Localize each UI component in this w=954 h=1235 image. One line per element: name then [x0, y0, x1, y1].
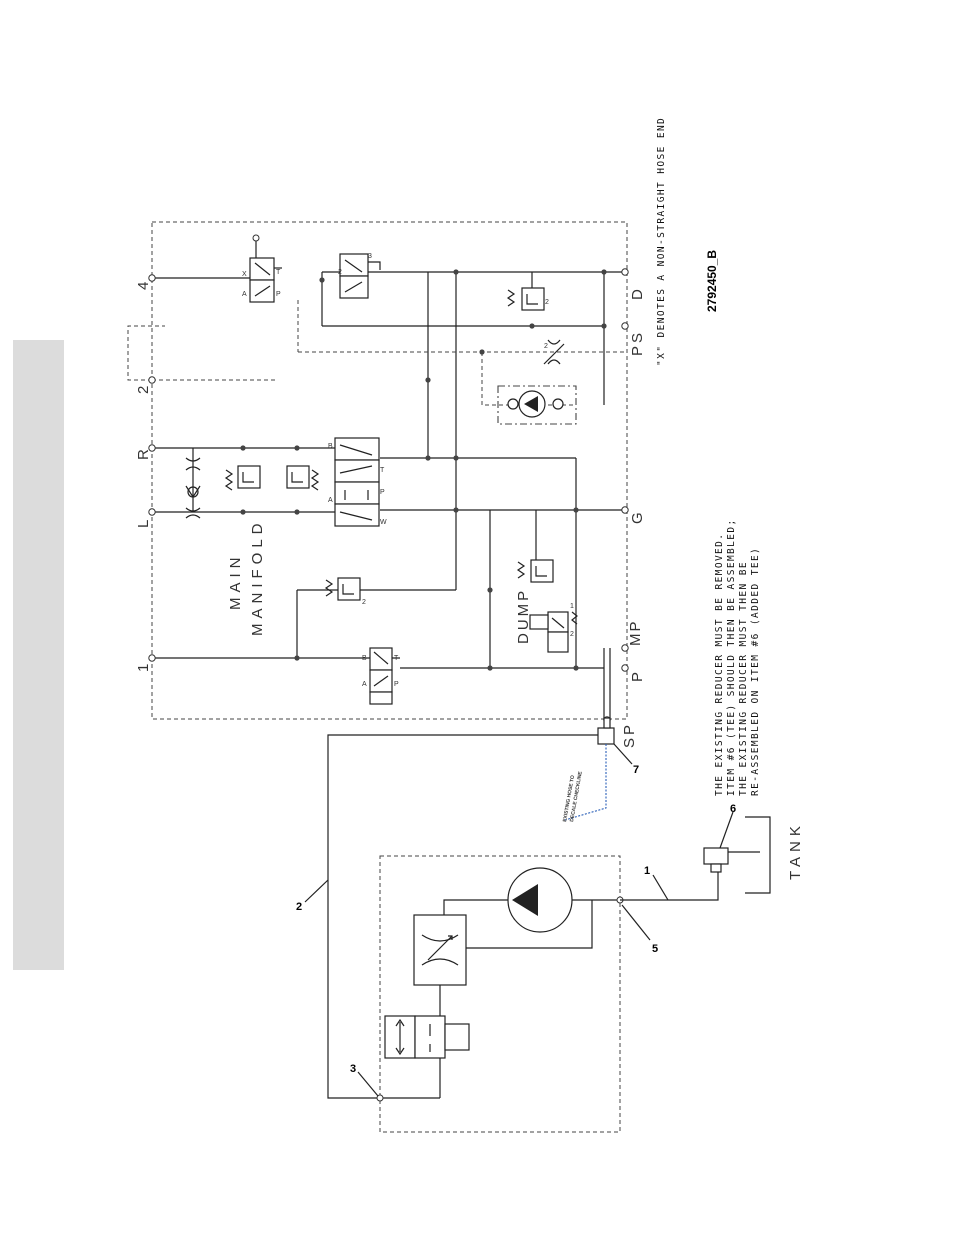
relief-valve-c: [324, 577, 361, 601]
manifold-label-line-2: MANIFOLD: [249, 518, 266, 636]
port-label-4: 4: [135, 282, 152, 290]
tank-symbol: [745, 816, 771, 894]
reducer-note-line-2: ITEM #6 (TEE) SHOULD THEN BE ASSEMBLED;: [726, 518, 737, 796]
valve-mark-a-center: A: [328, 497, 333, 504]
page-side-tab: [13, 340, 64, 970]
power-unit-solenoid-valve: [384, 1015, 470, 1098]
directional-valve-top: [249, 234, 282, 303]
power-unit-pump: [507, 867, 573, 933]
item-number-7: 7: [633, 764, 639, 776]
dump-solenoid-valve: [529, 611, 578, 653]
reducer-note-line-4: RE-ASSEMBLED ON ITEM #6 (ADDED TEE): [750, 547, 761, 796]
valve-mark-2-relief: 2: [362, 599, 366, 606]
check-valve-left: [185, 448, 201, 519]
flow-control-block: [413, 914, 467, 986]
relief-valve-right: [506, 272, 545, 311]
valve-mark-3-top: 3: [368, 253, 372, 260]
item-number-5: 5: [652, 943, 658, 955]
port-label-g: G: [629, 512, 646, 524]
valve-mark-t-top: T: [276, 269, 281, 276]
main-manifold-boundary: [151, 221, 628, 720]
valve-mark-2-dump: 2: [570, 631, 574, 638]
tank-label: TANK: [787, 821, 804, 880]
directional-valve-center: [334, 437, 380, 527]
directional-valve-bottom: [369, 647, 393, 705]
valve-mark-b-center: B: [328, 443, 333, 450]
port-label-1: 1: [135, 664, 152, 672]
valve-mark-a-top: A: [242, 291, 247, 298]
port-label-ps: PS: [629, 330, 646, 356]
item-number-1: 1: [644, 865, 650, 877]
valve-mark-2-top: 2: [338, 269, 342, 276]
valve-mark-b-bottom: B: [362, 655, 367, 662]
variable-orifice: [543, 339, 565, 365]
port-label-p: P: [629, 672, 646, 682]
valve-mark-t-bottom: T: [394, 655, 399, 662]
reducer-note-line-3: THE EXISTING REDUCER MUST THEN BE: [738, 561, 749, 796]
valve-mark-t-center: T: [380, 467, 385, 474]
port-label-r: R: [135, 449, 152, 460]
valve-mark-1-dump: 1: [570, 603, 574, 610]
valve-mark-p-bottom: P: [394, 681, 399, 688]
port-label-l: L: [135, 520, 152, 528]
tee-item-6: [703, 847, 760, 873]
valve-mark-a-bottom: A: [362, 681, 367, 688]
manifold-label-line-1: MAIN: [227, 553, 244, 611]
valve-mark-p-center: P: [380, 489, 385, 496]
item-number-6: 6: [730, 803, 736, 815]
port-label-d: D: [629, 289, 646, 300]
directional-valve-2: [339, 253, 381, 299]
valve-mark-w-center: W: [380, 519, 387, 526]
tee-item-7: [597, 717, 615, 745]
valve-mark-x-top: X: [242, 271, 247, 278]
valve-mark-2-orifice: 2: [544, 343, 548, 350]
port-label-2: 2: [135, 386, 152, 394]
relief-valve-dump: [516, 510, 554, 583]
item-number-3: 3: [350, 1063, 356, 1075]
relief-valve-a: [224, 465, 261, 491]
valve-mark-p-top: P: [276, 291, 281, 298]
manifold-pump-assembly: [497, 385, 577, 425]
power-unit-boundary: [379, 855, 621, 1133]
valve-mark-2-right: 2: [545, 299, 549, 306]
dump-label: DUMP: [515, 588, 532, 644]
drawing-number: 2792450_B: [705, 250, 719, 312]
relief-valve-b: [286, 465, 320, 491]
port-label-mp: MP: [627, 620, 644, 647]
port-label-sp: SP: [621, 722, 638, 748]
hose-end-note: "X" DENOTES A NON-STRAIGHT HOSE END: [656, 117, 667, 366]
item-number-2: 2: [296, 901, 302, 913]
reducer-note-line-1: THE EXISTING REDUCER MUST BE REMOVED.: [714, 533, 725, 796]
